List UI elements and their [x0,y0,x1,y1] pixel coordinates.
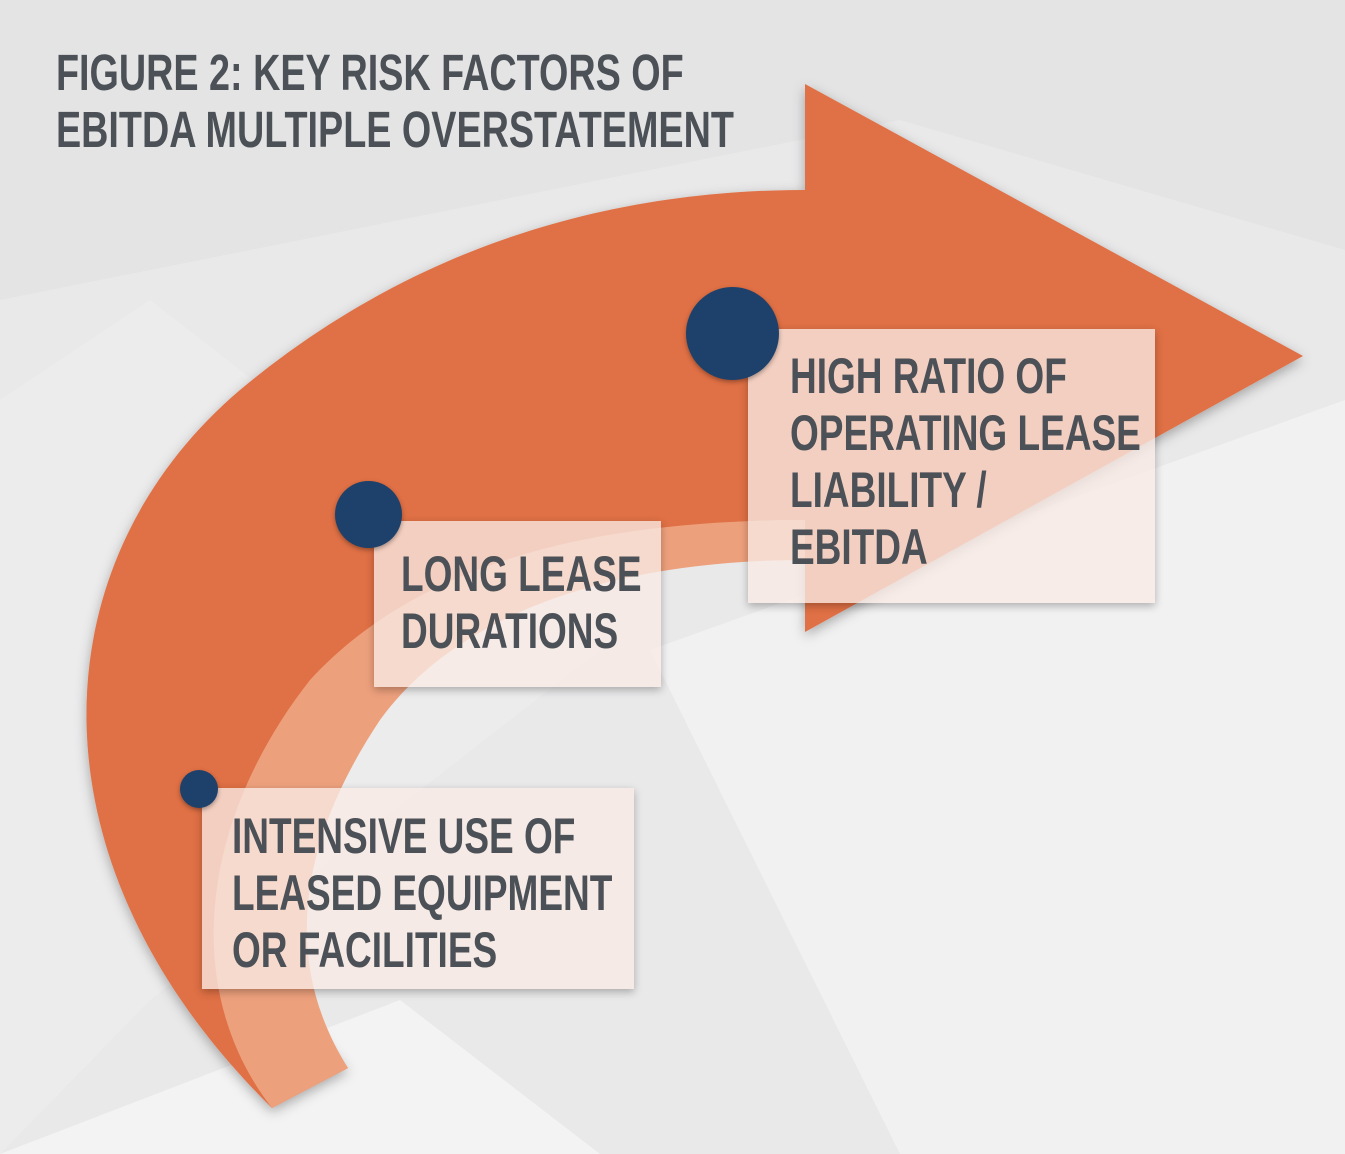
risk-factor-marker-intensive-use [180,770,218,808]
risk-factor-box-intensive-use [202,788,634,989]
curved-arrow-inner-band [213,520,805,1108]
figure-title-line-1: FIGURE 2: KEY RISK FACTORS OF [56,44,684,101]
risk-factor-label-long-lease: LONG LEASE DURATIONS [401,546,642,660]
risk-factor-line: INTENSIVE USE OF [232,808,576,864]
risk-factor-line: LIABILITY / [790,462,987,518]
risk-factor-marker-long-lease [335,481,402,548]
risk-factor-label-high-ratio: HIGH RATIO OF OPERATING LEASE LIABILITY … [790,348,1141,576]
risk-factor-line: OR FACILITIES [232,922,498,978]
figure-title: FIGURE 2: KEY RISK FACTORS OF EBITDA MUL… [56,44,734,158]
risk-factor-line: LONG LEASE [401,546,642,602]
risk-factor-box-high-ratio [748,329,1155,603]
risk-factor-box-long-lease [374,521,661,687]
risk-factor-label-intensive-use: INTENSIVE USE OF LEASED EQUIPMENT OR FAC… [232,808,612,979]
risk-factor-line: EBITDA [790,519,928,575]
risk-factor-line: OPERATING LEASE [790,405,1141,461]
risk-factor-line: HIGH RATIO OF [790,348,1067,404]
risk-factor-line: LEASED EQUIPMENT [232,865,613,921]
risk-factor-marker-high-ratio [686,287,779,380]
risk-factor-line: DURATIONS [401,603,619,659]
figure-title-line-2: EBITDA MULTIPLE OVERSTATEMENT [56,101,734,158]
